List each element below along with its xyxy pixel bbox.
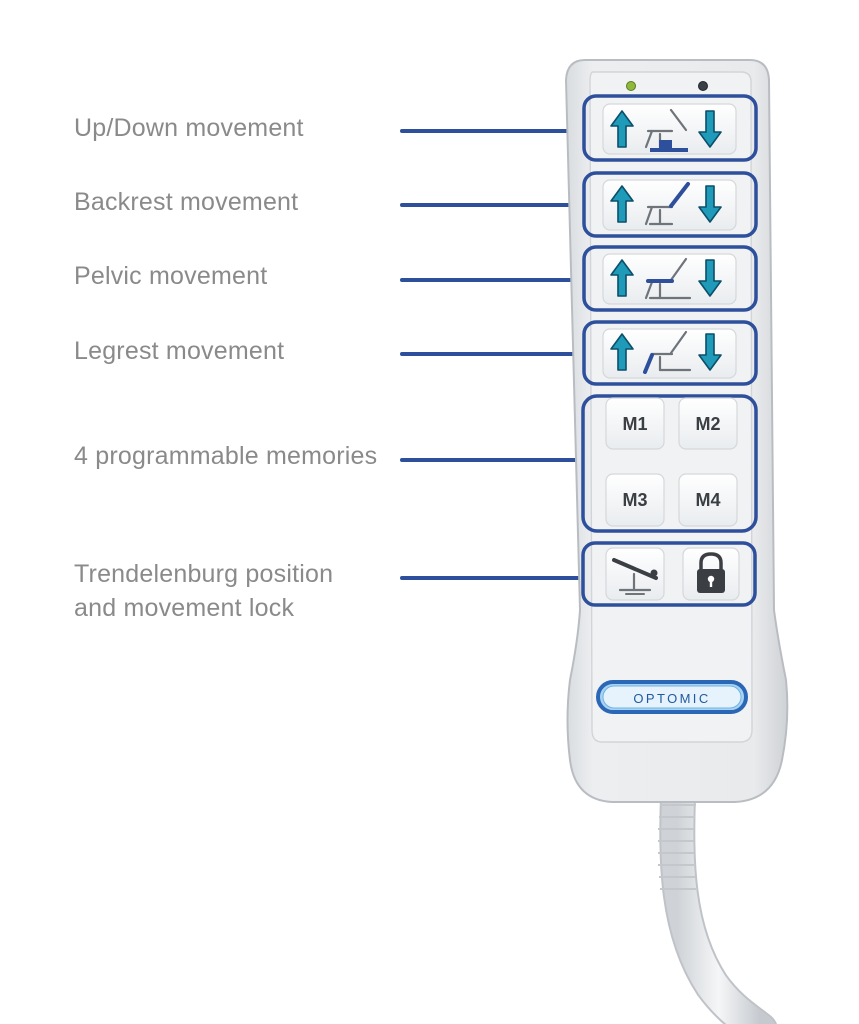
- label-backrest: Backrest movement: [74, 188, 299, 216]
- leader-line-trendelenburg: [400, 576, 585, 580]
- label-updown: Up/Down movement: [74, 114, 304, 142]
- chair-icon: [650, 330, 692, 372]
- memory-label: M1: [622, 414, 647, 434]
- backrest-button-group[interactable]: [582, 171, 758, 238]
- chair-icon: [644, 205, 674, 226]
- power-cable: [658, 777, 777, 1024]
- padlock-icon: [697, 552, 725, 593]
- memory-button-group: M1 M2 M3 M4: [581, 394, 758, 533]
- label-memories: 4 programmable memories: [74, 442, 378, 470]
- power-led: [626, 81, 636, 91]
- trendelenburg-button[interactable]: [605, 547, 665, 601]
- trendelenburg-lock-group: [581, 541, 757, 607]
- highlight-legrest: [643, 353, 654, 374]
- highlight-base: [650, 148, 688, 152]
- label-trendelenburg-line2: and movement lock: [74, 594, 295, 622]
- leader-line-memories: [400, 458, 585, 462]
- highlight-backrest: [669, 182, 690, 208]
- pelvic-button-group[interactable]: [582, 245, 758, 312]
- leader-line-legrest: [400, 352, 585, 356]
- memory-button-m2[interactable]: M2: [678, 397, 738, 450]
- memory-button-m3[interactable]: M3: [605, 473, 665, 527]
- lock-button[interactable]: [682, 547, 740, 601]
- leader-line-pelvic: [400, 278, 585, 282]
- label-trendelenburg-line1: Trendelenburg position: [74, 560, 334, 588]
- legrest-button-group[interactable]: [582, 320, 758, 386]
- updown-button-group[interactable]: [582, 94, 758, 162]
- leader-line-backrest: [400, 203, 585, 207]
- memory-label: M4: [695, 490, 720, 510]
- memory-label: M2: [695, 414, 720, 434]
- highlight-base: [659, 140, 672, 149]
- trendelenburg-icon: [612, 558, 658, 595]
- memory-button-m1[interactable]: M1: [605, 397, 665, 450]
- leader-line-updown: [400, 129, 585, 133]
- memory-button-m4[interactable]: M4: [678, 473, 738, 527]
- label-pelvic: Pelvic movement: [74, 262, 268, 290]
- lock-led: [698, 81, 708, 91]
- brand-badge: OPTOMIC: [596, 680, 748, 714]
- memory-label: M3: [622, 490, 647, 510]
- label-legrest: Legrest movement: [74, 337, 285, 365]
- chair-icon: [644, 257, 692, 300]
- brand-logo-text: OPTOMIC: [633, 691, 710, 706]
